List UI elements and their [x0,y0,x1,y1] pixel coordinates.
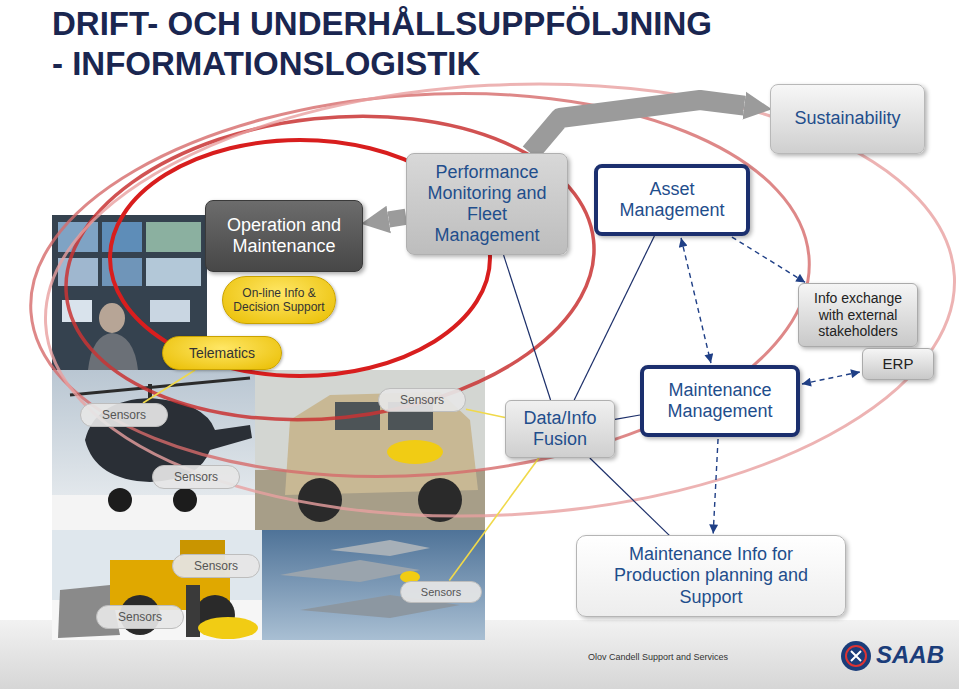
logo-text: SAAB [876,641,944,669]
node-text: Operation and Maintenance [214,215,354,257]
info-pill: Telematics [162,336,282,370]
node-text: Telematics [189,345,255,361]
info-link [732,237,805,282]
jets-photo [262,530,485,640]
node-text: Sensors [102,408,146,422]
node-text: Data/Info Fusion [513,408,607,450]
node-text: Sensors [421,586,461,599]
title: DRIFT- OCH UNDERHÅLLSUPPFÖLJNING - INFOR… [52,4,732,83]
node-text: On-line Info & Decision Support [230,286,328,314]
data-link [590,458,669,535]
data-link [504,255,551,400]
sensor-link [143,370,195,403]
truck-photo [255,370,485,530]
flow-arrow [530,100,744,153]
process-box: Operation and Maintenance [205,200,363,272]
sensor-pill: Sensors [400,581,482,604]
logo-emblem [841,641,871,671]
fusion-box: Data/Info Fusion [505,400,615,458]
sensor-pill: Sensors [172,554,260,578]
data-link [615,415,640,419]
sensor-pill: Sensors [152,465,240,489]
sensor-pill: Sensors [80,403,168,427]
node-text: Sensors [400,393,444,407]
node-text: Maintenance Management [651,380,789,422]
loader-photo [52,530,262,640]
info-link [802,372,860,384]
process-box: Performance Monitoring and Fleet Managem… [406,153,568,255]
goal-box: Sustainability [770,84,925,154]
sensor-link [449,458,538,581]
info-link [681,238,711,363]
external-box: ERP [862,348,934,380]
node-text: ERP [883,355,914,373]
info-link [713,439,718,533]
sensor-link [466,409,505,417]
node-text: Sustainability [794,108,900,129]
scope-ellipses [18,61,959,538]
management-box: Maintenance Management [640,365,800,437]
node-text: Sensors [174,470,218,484]
node-text: Asset Management [605,179,739,221]
info-pill: On-line Info & Decision Support [222,276,336,324]
footer-text: Olov Candell Support and Services [588,652,728,662]
output-box: Maintenance Info for Production planning… [576,535,846,616]
marker-ellipse [387,440,443,464]
node-text: Sensors [118,610,162,624]
node-text: Sensors [194,559,238,573]
node-text: Maintenance Info for Production planning… [585,544,837,607]
management-box: Asset Management [594,164,750,236]
node-text: Info exchange with external stakeholders [805,290,911,339]
sensor-pill: Sensors [378,388,466,412]
node-text: Performance Monitoring and Fleet Managem… [415,162,559,246]
sensor-pill: Sensors [96,605,184,629]
external-box: Info exchange with external stakeholders [798,283,918,346]
marker-ellipse [198,617,258,639]
flow-arrow [389,217,406,220]
